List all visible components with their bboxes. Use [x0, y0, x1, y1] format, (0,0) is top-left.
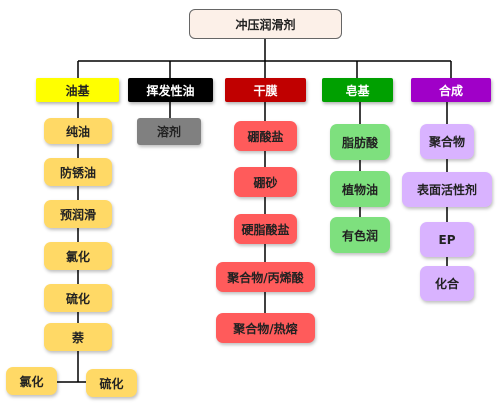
item-label: 防锈油	[59, 165, 96, 180]
category-label: 挥发性油	[146, 83, 195, 98]
category-synthetic: 合成	[411, 78, 491, 102]
item-polymer-hot-melt: 聚合物/热熔	[216, 313, 315, 343]
item-label: 硼砂	[253, 175, 278, 190]
item-borax: 硼砂	[234, 167, 297, 197]
category-label: 油基	[65, 83, 90, 98]
item-polymer: 聚合物	[420, 124, 474, 159]
item-label: 硬脂酸盐	[241, 222, 290, 237]
item-naphthalene: 萘	[44, 323, 112, 351]
item-solvent: 溶剂	[137, 118, 201, 145]
item-fatty-acid: 脂肪酸	[330, 124, 390, 160]
item-label: 氯化	[65, 249, 90, 264]
item-pre-lube: 预润滑	[44, 200, 112, 228]
category-label: 合成	[438, 83, 463, 98]
item-label: 纯油	[65, 124, 90, 139]
category-label: 皂基	[345, 83, 370, 98]
item-polymer-acrylic: 聚合物/丙烯酸	[216, 262, 315, 292]
item-label: 预润滑	[59, 207, 96, 222]
item-pure-oil: 纯油	[44, 118, 112, 144]
item-label: 溶剂	[156, 125, 181, 139]
item-colored-lube: 有色润	[330, 217, 390, 253]
item-label: 萘	[71, 330, 84, 345]
item-label: 硫化	[99, 376, 124, 391]
category-soap-based: 皂基	[322, 78, 393, 102]
item-label: 脂肪酸	[341, 135, 378, 150]
item-label: 硼酸盐	[247, 129, 284, 144]
item-label: 聚合物/热熔	[233, 321, 298, 336]
root-node: 冲压润滑剂	[189, 9, 342, 39]
item-label: 氯化	[19, 374, 44, 389]
item-label: 硫化	[65, 291, 90, 306]
item-rust-preventive-oil: 防锈油	[44, 158, 112, 186]
item-label: 有色润	[341, 228, 378, 243]
item-stearate: 硬脂酸盐	[234, 214, 297, 244]
item-ep: EP	[420, 222, 474, 257]
category-volatile-oil: 挥发性油	[128, 78, 213, 102]
item-label: 表面活性剂	[416, 183, 477, 197]
sub-item-sulfurized: 硫化	[86, 369, 137, 397]
item-vegetable-oil: 植物油	[330, 171, 390, 207]
item-compound: 化合	[420, 266, 474, 301]
item-sulfurized: 硫化	[44, 284, 112, 312]
category-oil-based: 油基	[36, 78, 119, 102]
sub-item-chlorinated: 氯化	[6, 367, 57, 395]
category-label: 干膜	[253, 83, 278, 98]
item-chlorinated: 氯化	[44, 242, 112, 270]
item-borate: 硼酸盐	[234, 121, 297, 151]
root-label: 冲压润滑剂	[235, 17, 296, 32]
item-label: 化合	[434, 277, 459, 291]
category-dry-film: 干膜	[225, 78, 306, 102]
item-label: 聚合物/丙烯酸	[227, 270, 304, 285]
item-label: EP	[438, 232, 456, 247]
item-surfactant: 表面活性剂	[402, 172, 492, 207]
item-label: 聚合物	[428, 135, 465, 149]
item-label: 植物油	[341, 182, 378, 197]
